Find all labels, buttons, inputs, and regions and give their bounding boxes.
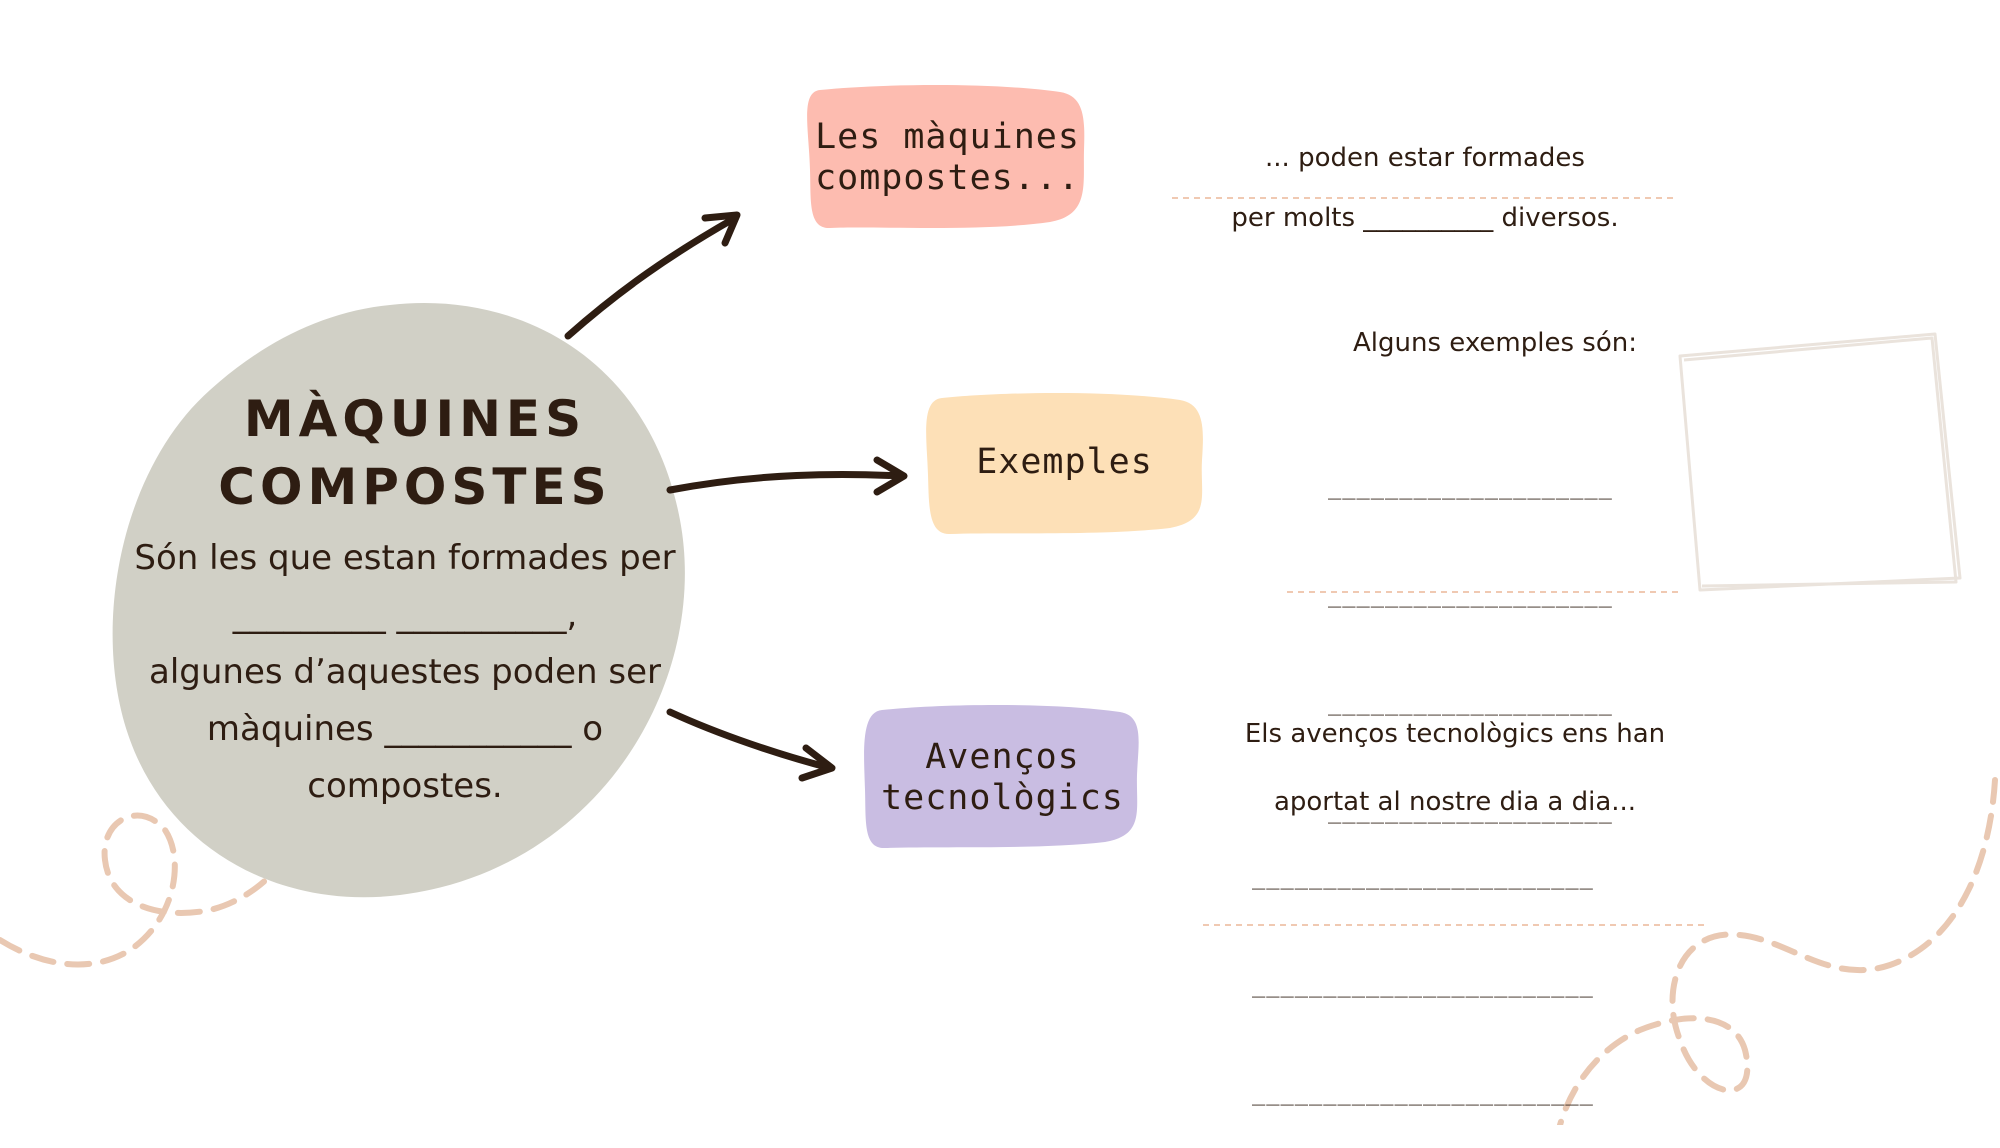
blank-line: ____________________ xyxy=(1328,691,1613,716)
note-compostes-line2: per molts __________ diversos. xyxy=(1231,203,1619,233)
box-avencos: Avenços tecnològics xyxy=(865,708,1140,848)
blank-line: ____________________ xyxy=(1328,583,1613,608)
note-avencos-line2: aportat al nostre dia a dia... xyxy=(1273,787,1637,817)
box-shape-avencos xyxy=(864,705,1139,849)
main-title: MÀQUINES COMPOSTES xyxy=(160,385,670,521)
box-compostes-line2: compostes... xyxy=(815,158,1080,198)
arrow-to-avencos xyxy=(666,708,836,782)
picture-frame xyxy=(1678,332,1962,592)
note-exemples-intro: Alguns exemples són: xyxy=(1353,328,1637,358)
definition-line3: algunes d’aquestes poden ser xyxy=(148,652,661,692)
blank-line: ____________________ xyxy=(1328,799,1613,824)
decorative-dashed-curl-left xyxy=(0,812,308,968)
central-blob xyxy=(112,303,685,898)
note-compostes: ... poden estar formades per molts _____… xyxy=(1170,113,1680,263)
main-title-line1: MÀQUINES xyxy=(243,390,587,448)
main-definition: Són les que estan formades per _________… xyxy=(130,530,680,815)
box-avencos-line2: tecnològics xyxy=(881,778,1124,818)
definition-line2-blanks: _________ __________, xyxy=(232,595,578,635)
box-exemples: Exemples xyxy=(927,392,1202,532)
note-compostes-line1: ... poden estar formades xyxy=(1265,143,1585,173)
box-avencos-line1: Avenços xyxy=(925,737,1080,777)
definition-line4: màquines ___________ o xyxy=(206,709,604,749)
main-title-line2: COMPOSTES xyxy=(218,458,612,516)
diagram-canvas xyxy=(0,85,1998,1125)
avencos-blank-lines: ________________________ _______________… xyxy=(1252,788,1594,1148)
note-avencos-line1: Els avenços tecnològics ens han xyxy=(1244,719,1666,749)
blank-line: ____________________ xyxy=(1328,475,1613,500)
decorative-dashed-curl-right xyxy=(1557,777,1998,1125)
definition-line1: Són les que estan formades per xyxy=(134,538,676,578)
arrow-to-compostes xyxy=(564,211,741,340)
box-compostes: Les màquines compostes... xyxy=(810,88,1085,228)
box-shape-compostes xyxy=(807,85,1085,229)
blank-line: ________________________ xyxy=(1252,865,1594,890)
exemples-blank-lines: ____________________ ___________________… xyxy=(1328,398,1613,866)
blank-line: ________________________ xyxy=(1252,973,1594,998)
blank-line: ________________________ xyxy=(1252,1081,1594,1106)
box-compostes-line1: Les màquines xyxy=(815,117,1080,157)
box-exemples-label: Exemples xyxy=(976,441,1153,482)
box-shape-exemples xyxy=(926,393,1203,535)
arrow-to-exemples xyxy=(666,456,908,496)
note-avencos: Els avenços tecnològics ens han aportat … xyxy=(1230,683,1680,853)
definition-line5: compostes. xyxy=(307,766,503,806)
